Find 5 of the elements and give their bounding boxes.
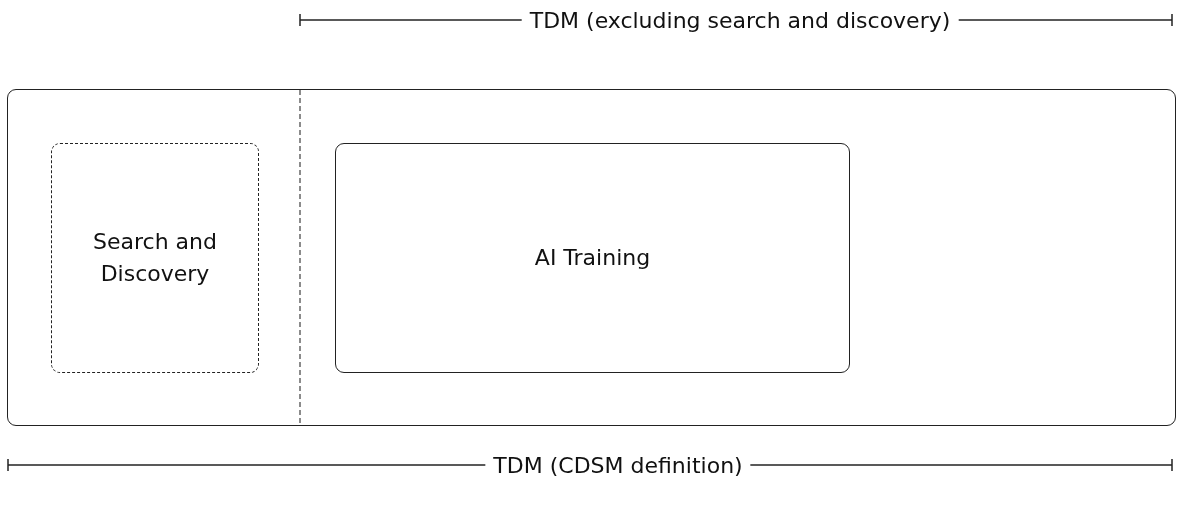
process-box <box>335 143 850 373</box>
dashed-box <box>51 143 259 373</box>
box-label: AI Training <box>534 244 651 273</box>
outer-panel <box>7 89 1176 426</box>
box-label: Search and Discovery <box>92 228 218 288</box>
